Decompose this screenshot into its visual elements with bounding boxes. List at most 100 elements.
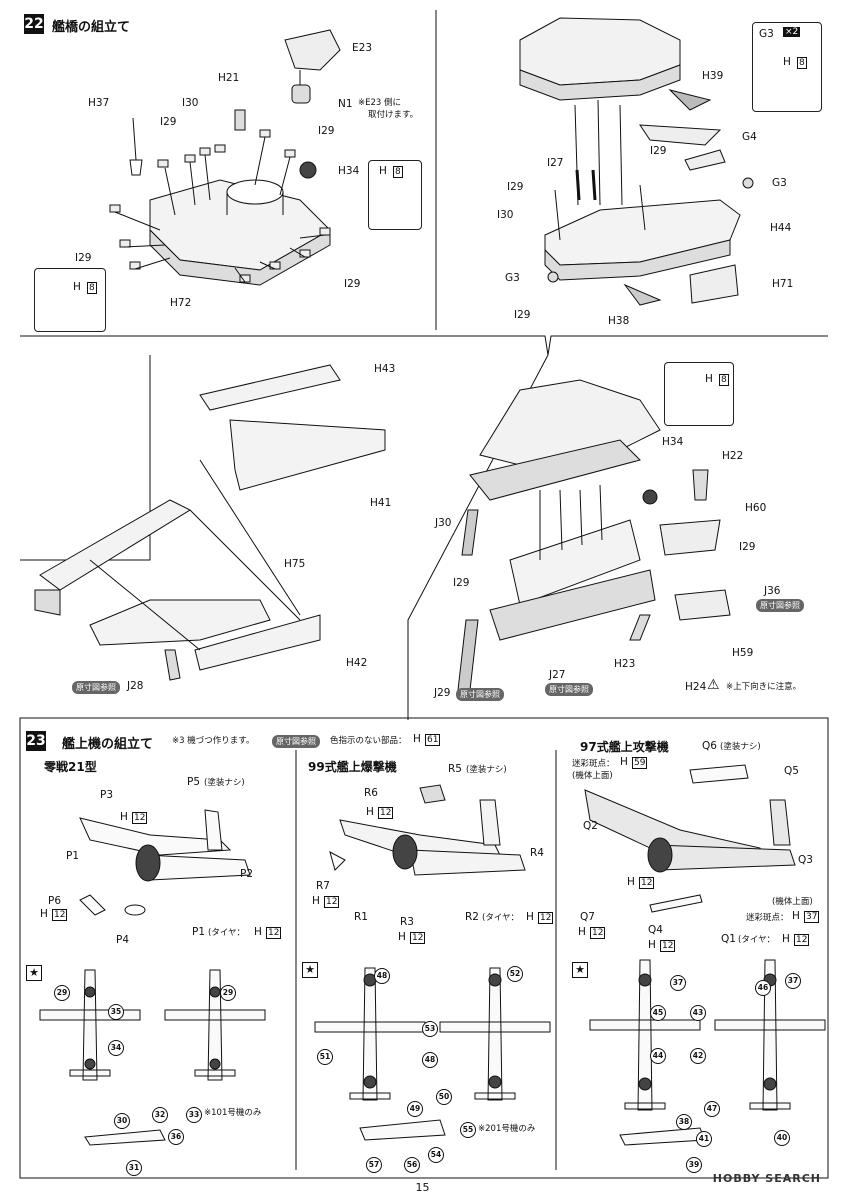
zero-decal: 35: [108, 1004, 124, 1020]
kate-decal: 47: [704, 1101, 720, 1117]
val-label-r1: R1: [354, 911, 368, 923]
inset-x2-label: ×2: [783, 27, 801, 37]
inset-h-label: H: [705, 373, 713, 385]
inset-h-label: H: [783, 56, 791, 68]
part-label-h24: H24: [685, 681, 707, 693]
kate-label-q2: Q2: [583, 820, 598, 832]
zero-label-p1: P1: [66, 850, 80, 862]
zero-decal: 33: [186, 1107, 202, 1123]
part-label-h42: H42: [346, 657, 368, 669]
val-decal: 52: [507, 966, 523, 982]
part-label-h21: H21: [218, 72, 240, 84]
zero-label-p6-h-number: 12: [52, 909, 68, 921]
val-label-r7-h: H: [312, 895, 320, 907]
zero-label-p1-tire: P1: [192, 926, 206, 938]
kate-decal: 38: [676, 1114, 692, 1130]
kate-camo-h-b-number: 37: [804, 911, 820, 923]
val-label-r3-h: H: [398, 931, 406, 943]
zero-decal: 32: [152, 1107, 168, 1123]
part-label-i29-c: I29: [75, 252, 92, 264]
kate-label-q7-h-number: 12: [590, 927, 606, 939]
part-label-e23: E23: [352, 42, 372, 54]
ref-badge-j27: 原寸図参照: [545, 683, 593, 696]
part-label-g3-b: G3: [505, 272, 520, 284]
kate-fuselage-top-a: (機体上面): [572, 771, 613, 781]
val-label-r3-h-number: 12: [410, 932, 426, 944]
inset-h-number: 8: [87, 282, 97, 294]
zero-tire-h: H: [254, 926, 262, 938]
inset-h-number: 8: [719, 374, 729, 386]
ref-badge-j36: 原寸図参照: [756, 599, 804, 612]
kate-decal: 43: [690, 1005, 706, 1021]
kate-tire-note: (タイヤ：: [738, 935, 776, 945]
kate-label-q1: Q1: [721, 933, 736, 945]
kate-camo-h-number: 59: [632, 757, 648, 769]
val-label-r3: R3: [400, 916, 414, 928]
kate-decal: 45: [650, 1005, 666, 1021]
val-decal: 53: [422, 1021, 438, 1037]
zero-label-p5-note: (塗装ナシ): [204, 778, 245, 788]
inset-h8-h34: H 8: [368, 160, 422, 230]
kate-decal: 42: [690, 1048, 706, 1064]
note-e23-line1: ※E23 側に: [358, 98, 402, 108]
inset-h8-searchlight: H 8: [664, 362, 734, 426]
step-23-title: 艦上機の組立て: [62, 737, 154, 752]
kate-label-q7: Q7: [580, 911, 595, 923]
inset-h8-h37: H 8: [34, 268, 106, 332]
zero-title: 零戦21型: [44, 760, 97, 774]
step-22-number: 22: [24, 14, 44, 34]
zero-decal: 31: [126, 1160, 142, 1176]
part-label-h43: H43: [374, 363, 396, 375]
part-label-h44: H44: [770, 222, 792, 234]
kate-label-q6: Q6: [702, 740, 717, 752]
part-label-i29-a: I29: [160, 116, 177, 128]
zero-label-p4: P4: [116, 934, 130, 946]
part-label-h41: H41: [370, 497, 392, 509]
part-label-h60: H60: [745, 502, 767, 514]
kate-label-q6-note: (塗装ナシ): [720, 742, 761, 752]
zero-tire-note: (タイヤ：: [208, 928, 246, 938]
page-number: 15: [415, 1181, 430, 1194]
val-label-r5-note: (塗装ナシ): [466, 765, 507, 775]
kate-decal: 39: [686, 1157, 702, 1173]
part-label-h75: H75: [284, 558, 306, 570]
decal-star-icon: ★: [302, 962, 318, 978]
part-label-n1: N1: [338, 98, 353, 110]
part-label-i29-d: I29: [344, 278, 361, 290]
val-decal: 48: [374, 968, 390, 984]
zero-label-p6-h: H: [40, 908, 48, 920]
kate-decal: 41: [696, 1131, 712, 1147]
val-decal: 51: [317, 1049, 333, 1065]
val-tire-h: H: [526, 911, 534, 923]
val-title: 99式艦上爆撃機: [308, 760, 397, 774]
val-decal: 55: [460, 1122, 476, 1138]
part-label-h38: H38: [608, 315, 630, 327]
part-label-i27: I27: [547, 157, 564, 169]
part-label-i29-i: I29: [453, 577, 470, 589]
part-label-i29-e: I29: [650, 145, 667, 157]
part-label-j28: J28: [127, 680, 144, 692]
kate-decal: 37: [670, 975, 686, 991]
val-decal: 50: [436, 1089, 452, 1105]
inset-h-label: H: [379, 165, 387, 177]
part-label-i29-g: I29: [514, 309, 531, 321]
part-label-j36: J36: [764, 585, 781, 597]
val-decal: 54: [428, 1147, 444, 1163]
zero-label-p5: P5: [187, 776, 201, 788]
zero-label-p6: P6: [48, 895, 62, 907]
kate-tire-h: H: [782, 933, 790, 945]
val-label-h: H: [366, 806, 374, 818]
inset-h-number: 8: [797, 57, 807, 69]
part-label-h23: H23: [614, 658, 636, 670]
part-label-g3-a: G3: [772, 177, 787, 189]
zero-label-h-number: 12: [132, 812, 148, 824]
kate-camo-note: 迷彩斑点：: [572, 759, 615, 769]
part-label-i30: I30: [182, 97, 199, 109]
note-upside-down: ※上下向きに注意。: [726, 682, 802, 692]
kate-label-q5: Q5: [784, 765, 799, 777]
watermark: HOBBY SEARCH: [712, 1172, 821, 1185]
kate-label-q3: Q3: [798, 854, 813, 866]
kate-label-h12-number: 12: [639, 877, 655, 889]
val-tire-h-number: 12: [538, 912, 554, 924]
zero-decal-note: ※101号機のみ: [204, 1108, 262, 1118]
